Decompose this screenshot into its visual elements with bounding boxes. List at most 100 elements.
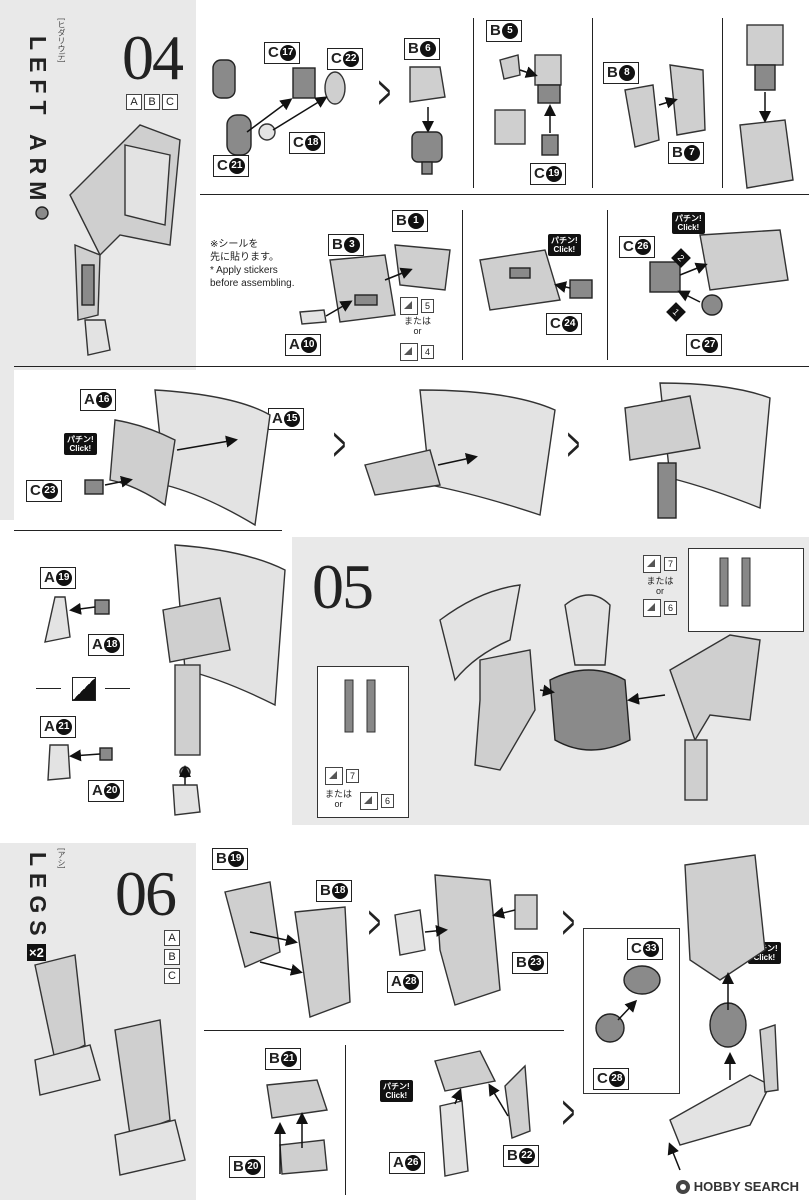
sticker-detail-right-art	[719, 557, 751, 607]
sticker-option-4: 4	[400, 343, 434, 361]
col-divider	[345, 1045, 346, 1195]
sticker-icon	[643, 555, 661, 573]
torso-arm-assembly	[439, 584, 761, 801]
click-badge: パチン!Click!	[380, 1080, 413, 1102]
step-arrow: >	[562, 894, 575, 950]
a26-b22-assembly	[434, 1050, 531, 1177]
sticker-option-6-left: 6	[360, 792, 394, 810]
hobby-search-logo-icon	[675, 1179, 690, 1194]
col-divider	[462, 210, 463, 360]
option-a: A	[126, 94, 142, 110]
col-divider	[592, 18, 593, 188]
click-badge: パチン!Click!	[672, 212, 705, 234]
option-c: C	[164, 968, 180, 984]
step04-options: A B C	[126, 94, 178, 110]
step05-number: 05	[312, 551, 374, 622]
sticker-icon	[643, 599, 661, 617]
step04-number: 04	[122, 22, 184, 93]
b20-b21-assembly	[266, 1079, 328, 1175]
step04-side-background	[0, 370, 14, 520]
sticker-icon	[400, 343, 418, 361]
option-c: C	[162, 94, 178, 110]
c26-c27-assembly	[649, 229, 789, 316]
sticker-option-7-right: 7	[643, 555, 677, 573]
c33-c28-assembly	[595, 965, 661, 1043]
sticker-option-6-right: 6	[643, 599, 677, 617]
hobby-search-watermark: HOBBY SEARCH	[675, 1179, 799, 1194]
c17-c22-assembly	[212, 59, 346, 156]
b1-b3-assembly	[299, 244, 451, 325]
col-divider	[722, 18, 723, 188]
col-divider	[607, 210, 608, 360]
step06-row-divider	[204, 1030, 564, 1031]
option-a: A	[164, 930, 180, 946]
step-arrow: >	[562, 1084, 575, 1140]
arm-with-shield	[624, 382, 771, 519]
sticker-note: ※シールを 先に貼ります。 * Apply stickers before as…	[210, 239, 295, 289]
step-arrow: >	[368, 894, 381, 950]
hand-divider-right	[105, 688, 130, 689]
a28-b23-assembly	[394, 874, 538, 1006]
click-badge: パチン!Click!	[64, 433, 97, 455]
legs-illustration	[34, 954, 186, 1176]
b6-part	[409, 66, 446, 175]
sticker-option-5: 5	[400, 297, 434, 315]
row3-divider	[14, 530, 282, 531]
hand-divider-left	[36, 688, 61, 689]
b5-c19-assembly	[494, 54, 562, 156]
step06-multiplier: ×2	[27, 944, 46, 961]
step-arrow: >	[378, 64, 391, 120]
step06-number: 06	[115, 858, 177, 929]
row2-divider	[14, 366, 809, 367]
sticker-detail-left-art	[344, 679, 376, 733]
left-arm-illustration	[35, 124, 181, 356]
option-b: B	[144, 94, 160, 110]
col-divider	[473, 18, 474, 188]
c24-assembly	[479, 249, 593, 311]
shield-assembly-step2	[364, 389, 556, 516]
arm-with-hand	[162, 544, 286, 816]
step06-title-ruby: [アシ]	[57, 848, 66, 869]
step04-title: LEFT ARM	[25, 36, 51, 208]
row1-divider	[200, 194, 809, 195]
hand-swap-icon	[72, 677, 96, 701]
a15-a16-shield-assembly	[84, 389, 271, 527]
b18-b19-assembly	[224, 881, 351, 1018]
hand-a21-a20	[47, 744, 113, 781]
click-badge: パチン!Click!	[548, 234, 581, 256]
hand-a19-a18	[44, 596, 110, 643]
leg-final-assembly	[667, 854, 779, 1171]
step-arrow: >	[567, 416, 580, 472]
